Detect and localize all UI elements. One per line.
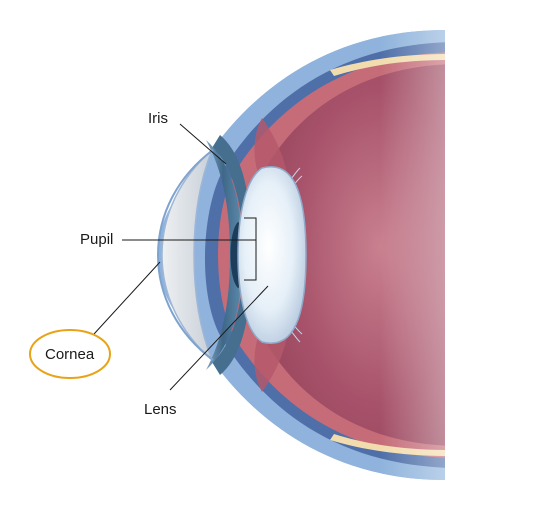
cornea-leader — [93, 261, 161, 335]
cornea-highlight-ring — [29, 329, 111, 379]
right-edge-fade — [380, 0, 550, 509]
lens-leader — [169, 285, 269, 391]
lens-label: Lens — [144, 401, 177, 418]
iris-label: Iris — [148, 110, 168, 127]
pupil-label: Pupil — [80, 231, 113, 248]
iris-leader — [179, 123, 227, 165]
pupil-bracket — [244, 217, 257, 281]
cornea-label: Cornea — [45, 346, 95, 363]
iris-band — [206, 140, 240, 370]
lens — [237, 166, 307, 344]
